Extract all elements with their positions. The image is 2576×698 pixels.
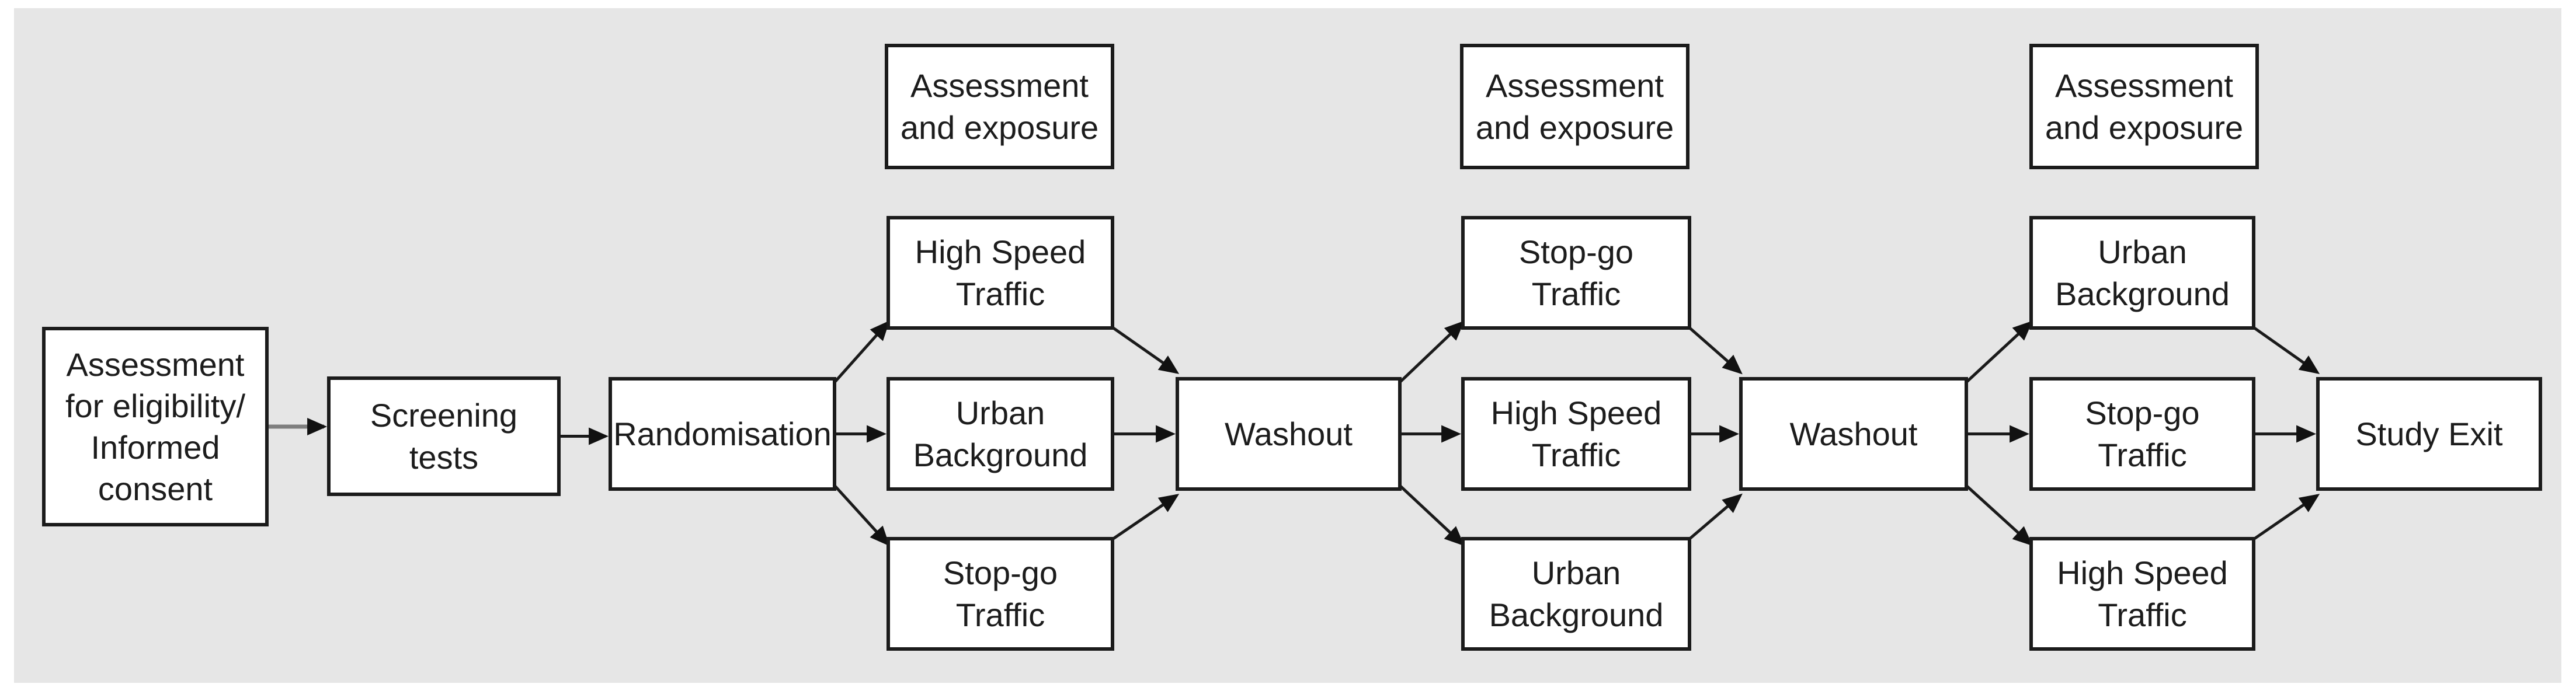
label-assessment-and-exposure-3: Assessment and exposure xyxy=(2029,44,2259,169)
edge-washout2-to-period3_top xyxy=(1966,320,2033,383)
node-period2-high-speed-traffic: High Speed Traffic xyxy=(1461,377,1691,491)
edge-randomisation-to-period1_top xyxy=(834,320,890,383)
node-period1-high-speed-traffic: High Speed Traffic xyxy=(887,216,1114,330)
label-assessment-and-exposure-3-text: Assessment and exposure xyxy=(2045,67,2244,146)
edge-period2_top-to-washout2 xyxy=(1687,325,1743,375)
edge-period1_bot-to-washout1 xyxy=(1110,494,1180,542)
label-assessment-and-exposure-1-text: Assessment and exposure xyxy=(900,67,1099,146)
node-period3-high-speed-traffic: High Speed Traffic xyxy=(2029,537,2255,651)
edge-period1_top-to-washout1 xyxy=(1110,324,1180,374)
edge-period3_top-to-study_exit xyxy=(2251,324,2320,374)
node-period1-urban-background: Urban Background xyxy=(887,377,1114,491)
node-screening-tests: Screening tests xyxy=(327,376,561,496)
node-period1-stop-go-traffic: Stop-go Traffic xyxy=(887,537,1114,651)
node-period3-urban-background-label: Urban Background xyxy=(2055,233,2230,312)
node-period2-high-speed-traffic-label: High Speed Traffic xyxy=(1490,395,1662,473)
node-washout-2: Washout xyxy=(1739,377,1968,491)
node-assessment-eligibility-label: Assessment for eligibility/ Informed con… xyxy=(65,345,246,508)
edge-period2_bot-to-washout2 xyxy=(1687,493,1743,542)
edge-randomisation-to-period1_bot xyxy=(834,485,890,546)
edge-washout1-to-period2_top xyxy=(1399,320,1465,383)
node-randomisation-label: Randomisation xyxy=(613,415,832,452)
edge-period3_bot-to-study_exit xyxy=(2251,494,2320,542)
label-assessment-and-exposure-1: Assessment and exposure xyxy=(885,44,1114,169)
node-period3-urban-background: Urban Background xyxy=(2029,216,2255,330)
node-washout-1: Washout xyxy=(1176,377,1402,491)
node-screening-tests-label: Screening tests xyxy=(370,397,518,476)
node-period3-high-speed-traffic-label: High Speed Traffic xyxy=(2057,554,2228,633)
node-study-exit: Study Exit xyxy=(2316,377,2542,491)
node-study-exit-label: Study Exit xyxy=(2355,415,2503,452)
node-period1-high-speed-traffic-label: High Speed Traffic xyxy=(915,233,1086,312)
node-randomisation: Randomisation xyxy=(609,377,836,491)
node-period2-urban-background-label: Urban Background xyxy=(1489,554,1664,633)
label-assessment-and-exposure-2: Assessment and exposure xyxy=(1460,44,1689,169)
node-period2-stop-go-traffic-label: Stop-go Traffic xyxy=(1518,233,1634,312)
label-assessment-and-exposure-2-text: Assessment and exposure xyxy=(1475,67,1674,146)
node-assessment-eligibility: Assessment for eligibility/ Informed con… xyxy=(42,327,269,526)
node-period3-stop-go-traffic-label: Stop-go Traffic xyxy=(2085,395,2200,473)
node-washout-2-label: Washout xyxy=(1789,415,1918,452)
edge-washout1-to-period2_bot xyxy=(1399,485,1465,546)
node-period2-urban-background: Urban Background xyxy=(1461,537,1691,651)
node-period3-stop-go-traffic: Stop-go Traffic xyxy=(2029,377,2255,491)
node-washout-1-label: Washout xyxy=(1225,415,1353,452)
edge-washout2-to-period3_bot xyxy=(1966,485,2033,546)
node-period2-stop-go-traffic: Stop-go Traffic xyxy=(1461,216,1691,330)
node-period1-stop-go-traffic-label: Stop-go Traffic xyxy=(943,554,1058,633)
node-period1-urban-background-label: Urban Background xyxy=(913,395,1088,473)
